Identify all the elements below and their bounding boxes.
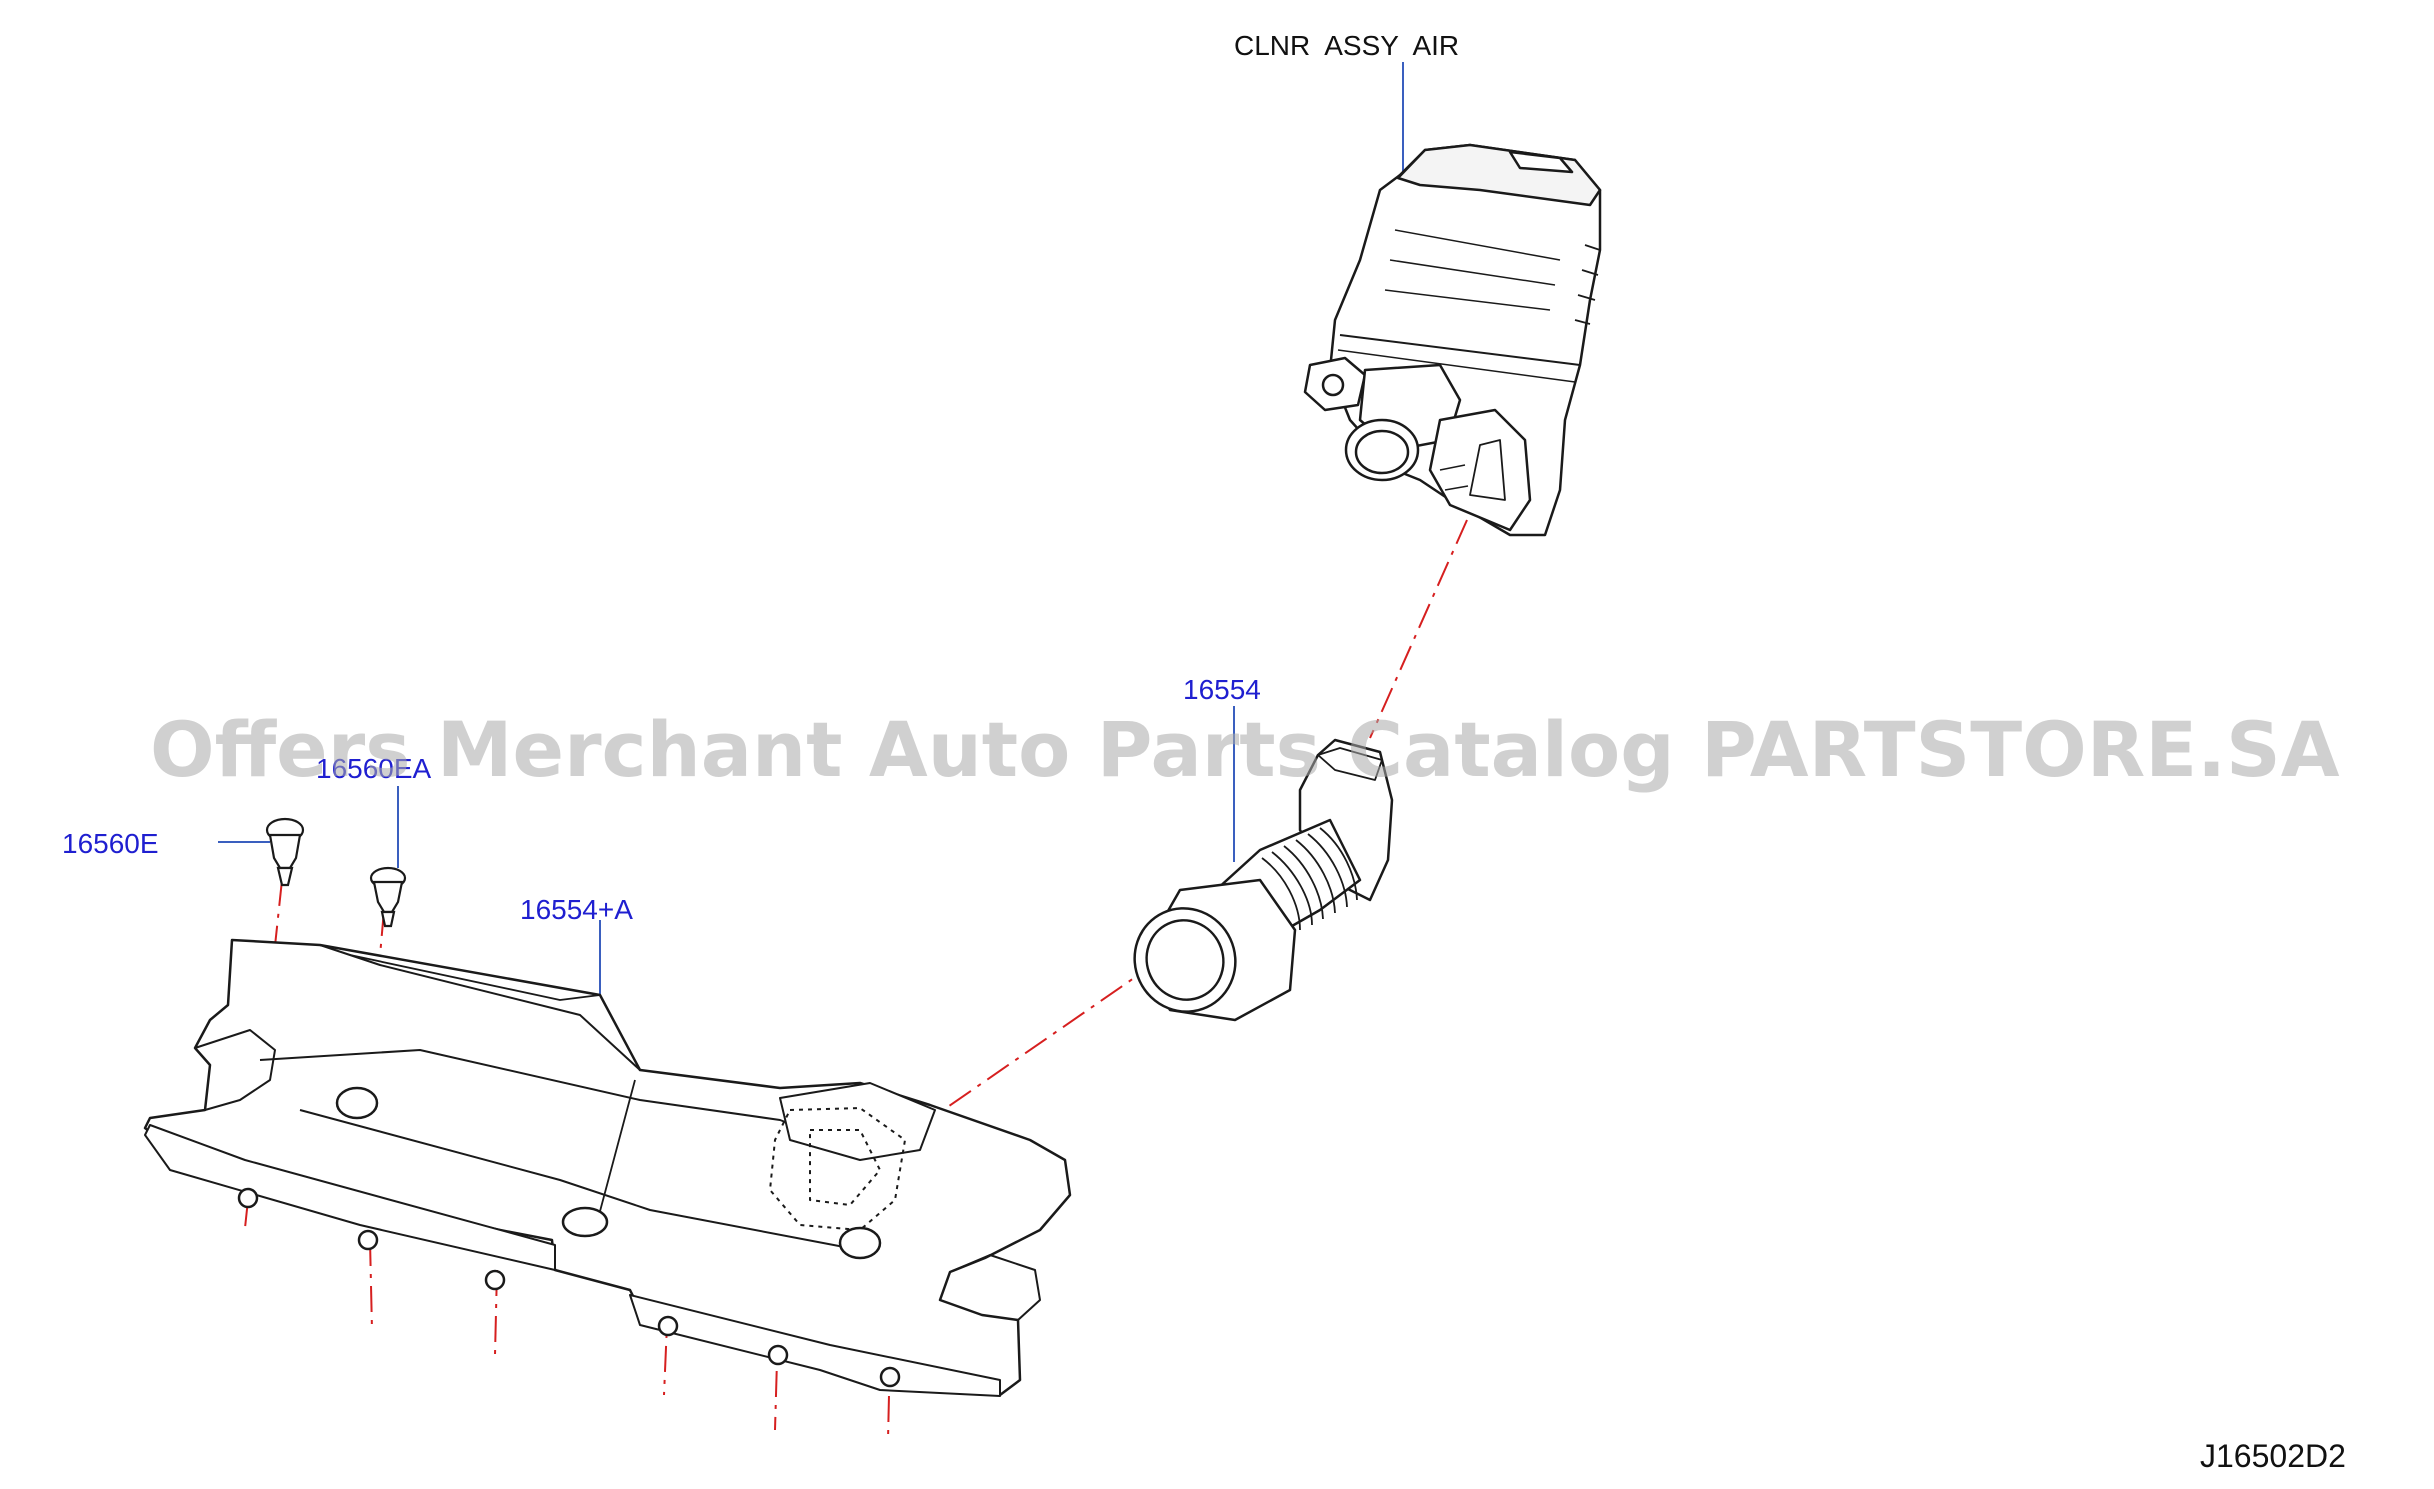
cover-hole-2 [357, 1229, 379, 1251]
air-cleaner-seam-2 [1337, 349, 1576, 383]
air-cleaner-tab [1508, 150, 1574, 174]
duct-bellows-rings [1261, 827, 1358, 931]
clip-16560ea [369, 866, 407, 928]
air-cleaner-snout-ribs [1439, 464, 1469, 491]
cover-left-flange [144, 1124, 556, 1271]
cover-left-lip [194, 1029, 276, 1111]
clip-16560e-body [268, 833, 302, 870]
air-cleaner-inlet-mouth [1469, 439, 1506, 501]
cover-hole-1 [237, 1187, 259, 1209]
air-cleaner-ribs [1574, 244, 1601, 325]
label-clnr-assy-air: CLNR ASSY AIR [1234, 30, 1460, 61]
centerline-duct-to-cover [899, 959, 1161, 1141]
leader-lines [218, 62, 1404, 1010]
cover-hole-6 [879, 1366, 901, 1388]
cover-right-lip [949, 1254, 1041, 1321]
cover-hole-4 [657, 1315, 679, 1337]
clip-16560ea-shank [380, 910, 396, 928]
cover-main-outline [143, 938, 1072, 1397]
air-cleaner-mount-hole [1321, 373, 1345, 397]
label-16554-a[interactable]: 16554+A [520, 894, 633, 925]
cover-hole-5 [767, 1344, 789, 1366]
cover-hole-3 [484, 1269, 506, 1291]
clip-16560e-shank [276, 866, 294, 887]
cover-boss-center [561, 1206, 609, 1238]
intake-cover [143, 938, 1072, 1397]
clip-16560e [265, 817, 305, 887]
air-duct-hose [1133, 738, 1394, 1022]
air-cleaner-shading-1 [1394, 229, 1561, 261]
air-cleaner-seam [1339, 334, 1581, 366]
duct-upper-lip [1317, 747, 1383, 781]
cover-dotted-detail [769, 1107, 906, 1231]
centerline-cleaner-to-duct [1369, 519, 1468, 739]
duct-lower-mouth-inner [1145, 919, 1225, 1001]
clip-16560ea-body [372, 880, 404, 914]
centerline-hole-1 [369, 1239, 373, 1331]
cover-divider [594, 1079, 636, 1231]
label-16560e[interactable]: 16560E [62, 828, 159, 859]
cover-boss-left [335, 1086, 379, 1120]
air-cleaner-assembly [1303, 143, 1602, 537]
label-16560ea[interactable]: 16560EA [316, 753, 432, 784]
diagram-code: J16502D2 [2200, 1438, 2346, 1474]
air-cleaner-shading-3 [1384, 289, 1551, 311]
cover-ridge-fold [349, 954, 601, 1001]
cover-boss-right [838, 1226, 882, 1260]
air-cleaner-shading-2 [1389, 259, 1556, 286]
label-16554[interactable]: 16554 [1183, 674, 1261, 705]
air-cleaner-outlet-inner [1354, 429, 1410, 475]
cover-raised-pad [779, 1082, 936, 1161]
